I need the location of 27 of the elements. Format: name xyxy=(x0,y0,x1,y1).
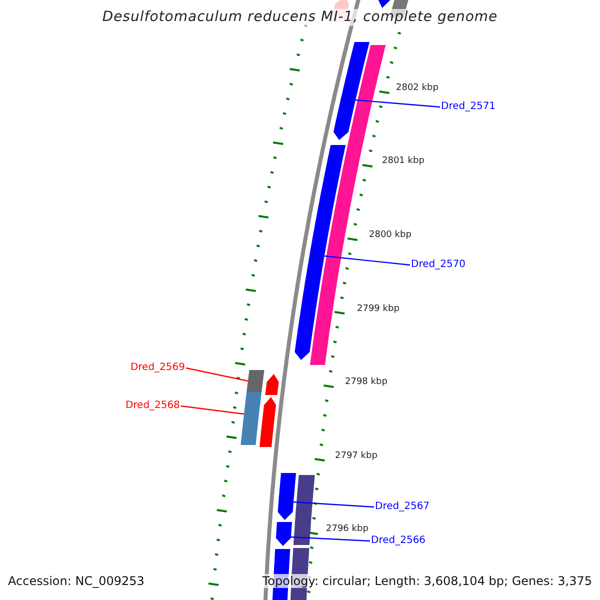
gene-feature xyxy=(246,370,264,392)
gene-feature xyxy=(294,145,346,360)
leader-line xyxy=(290,536,370,542)
scale-label: 2799 kbp xyxy=(357,304,400,315)
leader-line xyxy=(294,501,374,508)
genome-info-text: Topology: circular; Length: 3,608,104 bp; Genes: 3,375 xyxy=(262,574,592,588)
gene-label: Dred_2571 xyxy=(441,101,496,113)
gene-label: Dred_2567 xyxy=(375,501,430,513)
gene-feature xyxy=(278,473,296,520)
scale-label: 2796 kbp xyxy=(326,524,368,535)
gene-label: Dred_2568 xyxy=(125,400,180,412)
scale-label: 2800 kbp xyxy=(369,230,412,241)
scale-label: 2801 kbp xyxy=(382,156,424,167)
scale-label: 2802 kbp xyxy=(396,83,438,94)
gene-label: Dred_2566 xyxy=(371,535,426,547)
gene-feature xyxy=(276,522,292,546)
gene-feature xyxy=(334,42,370,140)
scale-label: 2798 kbp xyxy=(345,377,388,388)
gene-label: Dred_2569 xyxy=(130,362,185,374)
accession-text: Accession: NC_009253 xyxy=(8,574,144,588)
leader-line xyxy=(324,255,410,266)
leader-line xyxy=(186,367,248,382)
scale-label: 2797 kbp xyxy=(335,451,378,462)
gene-feature xyxy=(240,392,262,445)
leader-line xyxy=(356,99,440,108)
map-title: Desulfotomaculum reducens MI-1, complete genome xyxy=(102,9,498,26)
gene-label: Dred_2570 xyxy=(411,259,466,271)
